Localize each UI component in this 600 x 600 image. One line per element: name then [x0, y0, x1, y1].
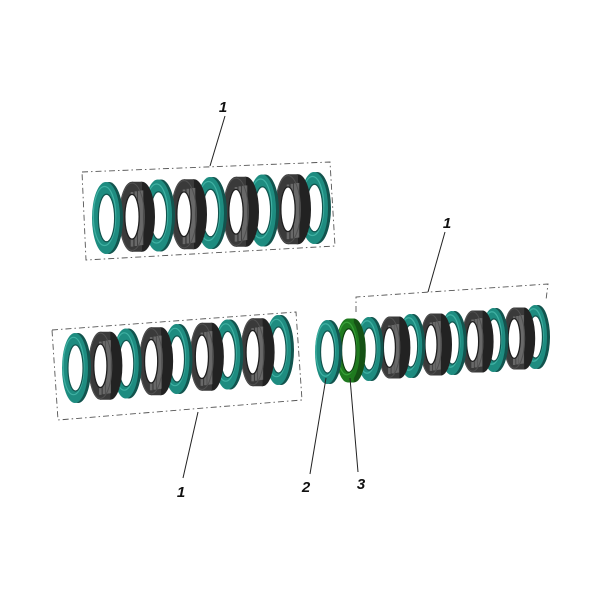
top-bearing-6 — [223, 176, 259, 247]
right-bearing-6 — [420, 313, 452, 376]
right-bearing-stack — [315, 305, 550, 384]
right-assembly-bracket — [355, 283, 549, 312]
bottom-left-assembly: 1 — [51, 311, 303, 501]
top-bearing-8 — [275, 174, 311, 245]
left-washer-1 — [62, 333, 91, 403]
bottom-left-callout-leader — [182, 411, 199, 479]
right-bearing-4 — [378, 316, 411, 379]
top-assembly-outline — [81, 161, 336, 261]
top-bearing-4 — [171, 179, 207, 250]
top-assembly: 1 — [81, 99, 336, 261]
right-seal-2 — [335, 318, 366, 383]
washer-callout-label: 2 — [301, 479, 311, 496]
washer-callout-leader — [309, 377, 327, 475]
left-bearing-6 — [189, 322, 224, 391]
bottom-left-assembly-outline — [51, 311, 303, 421]
right-bearing-8 — [461, 310, 494, 373]
right-washer-1 — [315, 320, 342, 384]
top-callout-label: 1 — [219, 99, 227, 116]
bottom-left-callout-label: 1 — [177, 484, 185, 501]
top-washer-1 — [92, 182, 123, 254]
right-callout-leader — [427, 231, 446, 293]
bottom-left-bearing-stack — [62, 315, 294, 403]
right-bearing-10 — [503, 307, 536, 370]
top-bearing-stack — [92, 172, 331, 254]
top-bearing-2 — [119, 181, 155, 252]
top-washer-9 — [300, 172, 331, 244]
seal-callout-label: 3 — [357, 476, 366, 493]
left-bearing-8 — [240, 318, 275, 387]
left-bearing-4 — [139, 327, 174, 396]
left-bearing-2 — [88, 331, 123, 400]
right-callout-label: 1 — [443, 215, 451, 232]
right-assembly: 1 2 3 — [301, 215, 550, 496]
top-callout-leader — [209, 115, 226, 167]
seal-callout-leader — [349, 377, 359, 473]
